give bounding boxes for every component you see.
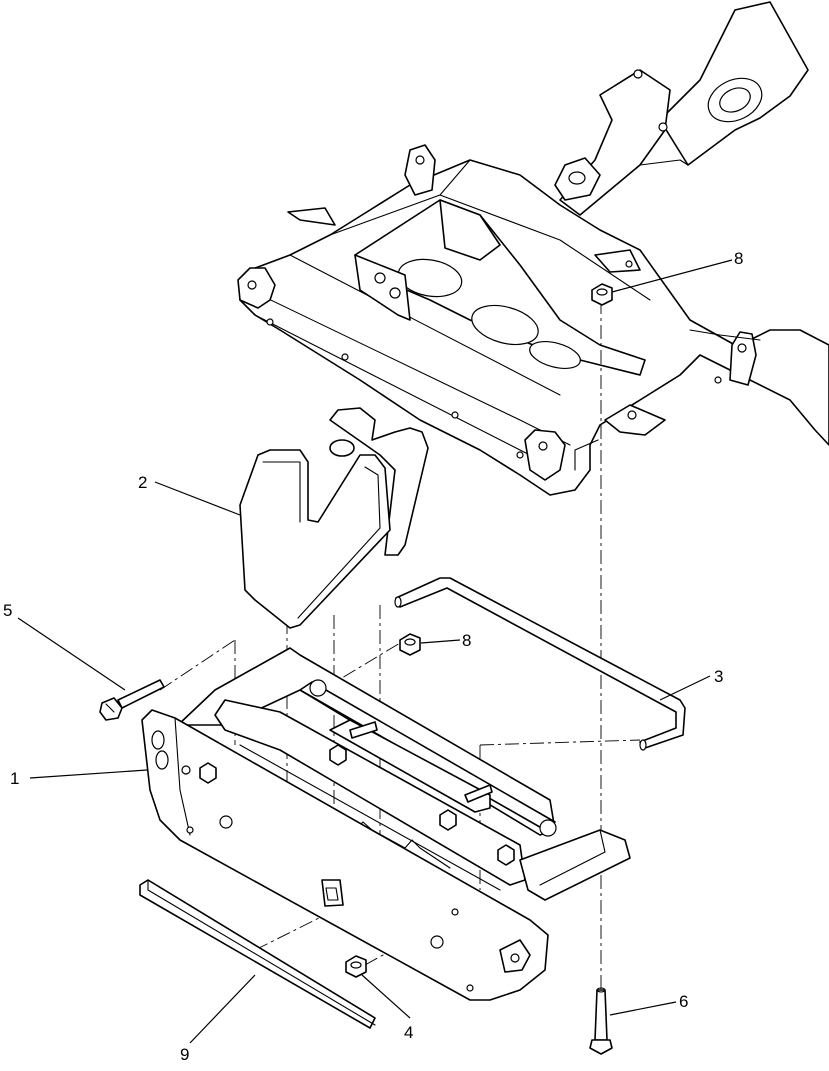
weight-retaining-rod: [394, 577, 686, 751]
lock-nut-lower: [399, 633, 421, 656]
callout-4: 4: [361, 974, 413, 1042]
callout-label-3: 3: [714, 667, 723, 686]
callout-label-8-lower: 8: [462, 631, 471, 650]
callout-1: 1: [10, 769, 148, 788]
callout-5: 5: [3, 601, 126, 691]
callout-label-6: 6: [679, 992, 688, 1011]
callout-label-2: 2: [138, 473, 147, 492]
tractor-frame: [237, 1, 829, 496]
callout-label-9: 9: [180, 1045, 189, 1064]
callout-8-upper: 8: [611, 249, 743, 293]
bracket-bolts: [199, 721, 515, 866]
lock-nut-upper: [591, 283, 613, 306]
callout-2: 2: [138, 473, 241, 516]
long-bolt: [99, 679, 165, 721]
vertical-bolt: [589, 987, 613, 1055]
callout-9: 9: [180, 974, 256, 1064]
callout-label-8-upper: 8: [734, 249, 743, 268]
callout-label-1: 1: [10, 769, 19, 788]
callout-label-5: 5: [3, 601, 12, 620]
weight-bar: [139, 879, 376, 1029]
callout-label-4: 4: [404, 1023, 413, 1042]
lock-nut-front: [345, 955, 367, 978]
callout-8-lower: 8: [420, 631, 471, 650]
callout-6: 6: [609, 992, 688, 1016]
callout-3: 3: [659, 667, 723, 701]
weight-bracket: [141, 647, 631, 1001]
suitcase-weight: [239, 407, 429, 629]
